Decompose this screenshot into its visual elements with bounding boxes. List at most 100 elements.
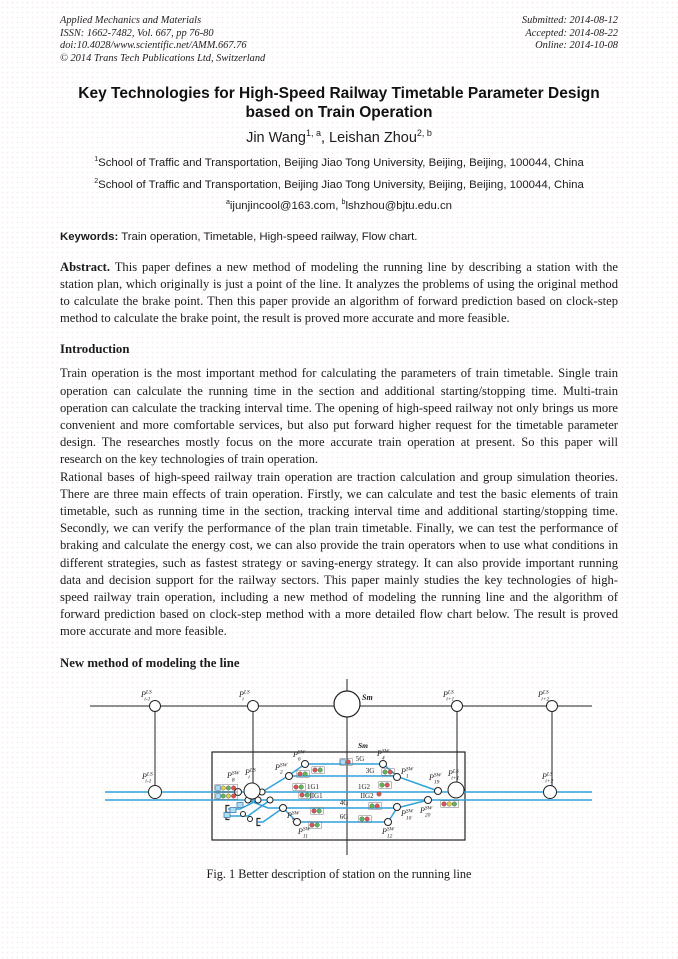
accepted-date: Accepted: 2014-08-22 [525,27,618,39]
abstract-label: Abstract. [60,259,111,274]
signal-housing [378,781,392,789]
signal-lamp [298,784,304,790]
author-2-superscript: 2, b [416,127,432,138]
station-track [261,774,439,793]
station-track [228,798,271,817]
signal-lamp [312,767,318,773]
page-title: Key Technologies for High-Speed Railway … [78,84,600,122]
signal-lamp [340,758,346,765]
signal-housing [381,768,395,776]
submitted-date: Submitted: 2014-08-12 [521,15,618,26]
siding-node [247,815,253,822]
affiliation-2-superscript: 2 [94,177,99,185]
station-label-box: Sm [358,741,368,750]
top-node [546,699,558,712]
station-label-top: Sm [362,693,373,702]
section-heading-new-method: New method of modeling the line [60,655,240,670]
email-a-superscript: a [225,198,230,206]
signal-housing [298,791,312,799]
journal-copyright: © 2014 Trans Tech Publications Ltd, Swit… [60,53,266,65]
authors-line: Jin Wang1, a, Leishan Zhou2, b [60,127,618,145]
signal-lamp [359,816,365,822]
signal-lamp [441,801,447,807]
signal-lamp [302,771,308,777]
introduction-paragraph-1: Train operation is the most important me… [60,366,618,467]
signal-lamp [317,767,323,773]
signal-lamp [215,792,221,799]
junction-node [266,796,274,804]
ls-node [543,784,557,799]
station-track [247,798,429,809]
journal-issn: ISSN: 1662-7482, Vol. 667, pp 76-80 [60,27,214,39]
track-label: 5G [356,755,365,763]
journal-name: Applied Mechanics and Materials [60,15,202,26]
signal-lamp [304,792,310,798]
signal-lamp [225,785,231,791]
top-node [149,699,161,712]
affiliation-2: 2School of Traffic and Transportation, B… [60,177,618,191]
signal-housing [214,784,239,792]
signal-lamp [220,793,226,799]
affiliation-1-text: School of Traffic and Transportation, Be… [98,156,584,169]
track-label: 1G2 [358,783,371,791]
signal-lamp [446,801,452,807]
ls-node [148,784,162,799]
siding-node [240,810,246,817]
author-1-superscript: 1, a [305,127,321,138]
signal-lamp [369,803,375,809]
dates-info: Submitted: 2014-08-12 Accepted: 2014-08-… [522,15,618,66]
signal-lamp [215,784,221,791]
signal-housing [214,792,239,800]
signal-housing [296,770,310,778]
car-marker [236,801,244,808]
signal-lamp [225,793,231,799]
switch-node [434,786,442,795]
track-label: 3G [366,767,375,775]
track-label: IIG2 [360,792,374,800]
signal-lamp [387,769,393,775]
station-box [211,750,466,841]
signal-lamp [384,782,390,788]
station-node [333,689,361,718]
signal-lamp [231,785,237,791]
email-b-superscript: b [341,198,346,206]
signal-lamp [311,808,317,814]
track-label: 1G1 [307,783,320,791]
signal-housing [440,800,459,808]
switch-node [293,817,301,826]
switch-node [393,772,401,781]
switch-node [279,803,287,812]
ls-node [243,782,261,800]
car-marker [223,811,231,818]
signal-lamp [309,822,315,828]
section-heading-introduction: Introduction [60,342,130,357]
signal-lamp [345,759,351,765]
signal-lamp [451,801,457,807]
signal-lamp [316,808,322,814]
station-track [258,806,284,823]
switch-node [379,759,387,768]
switch-node [285,771,293,780]
signal-lamp [374,803,380,809]
abstract-paragraph: Abstract. This paper defines a new metho… [60,259,618,328]
signal-housing [339,758,353,766]
signal-lamp [314,822,320,828]
signal-lamp [379,782,385,788]
introduction-paragraph-2: Rational bases of high-speed railway tra… [60,469,618,639]
signal-housing [368,802,382,810]
affiliation-2-text: School of Traffic and Transportation, Be… [98,178,584,191]
